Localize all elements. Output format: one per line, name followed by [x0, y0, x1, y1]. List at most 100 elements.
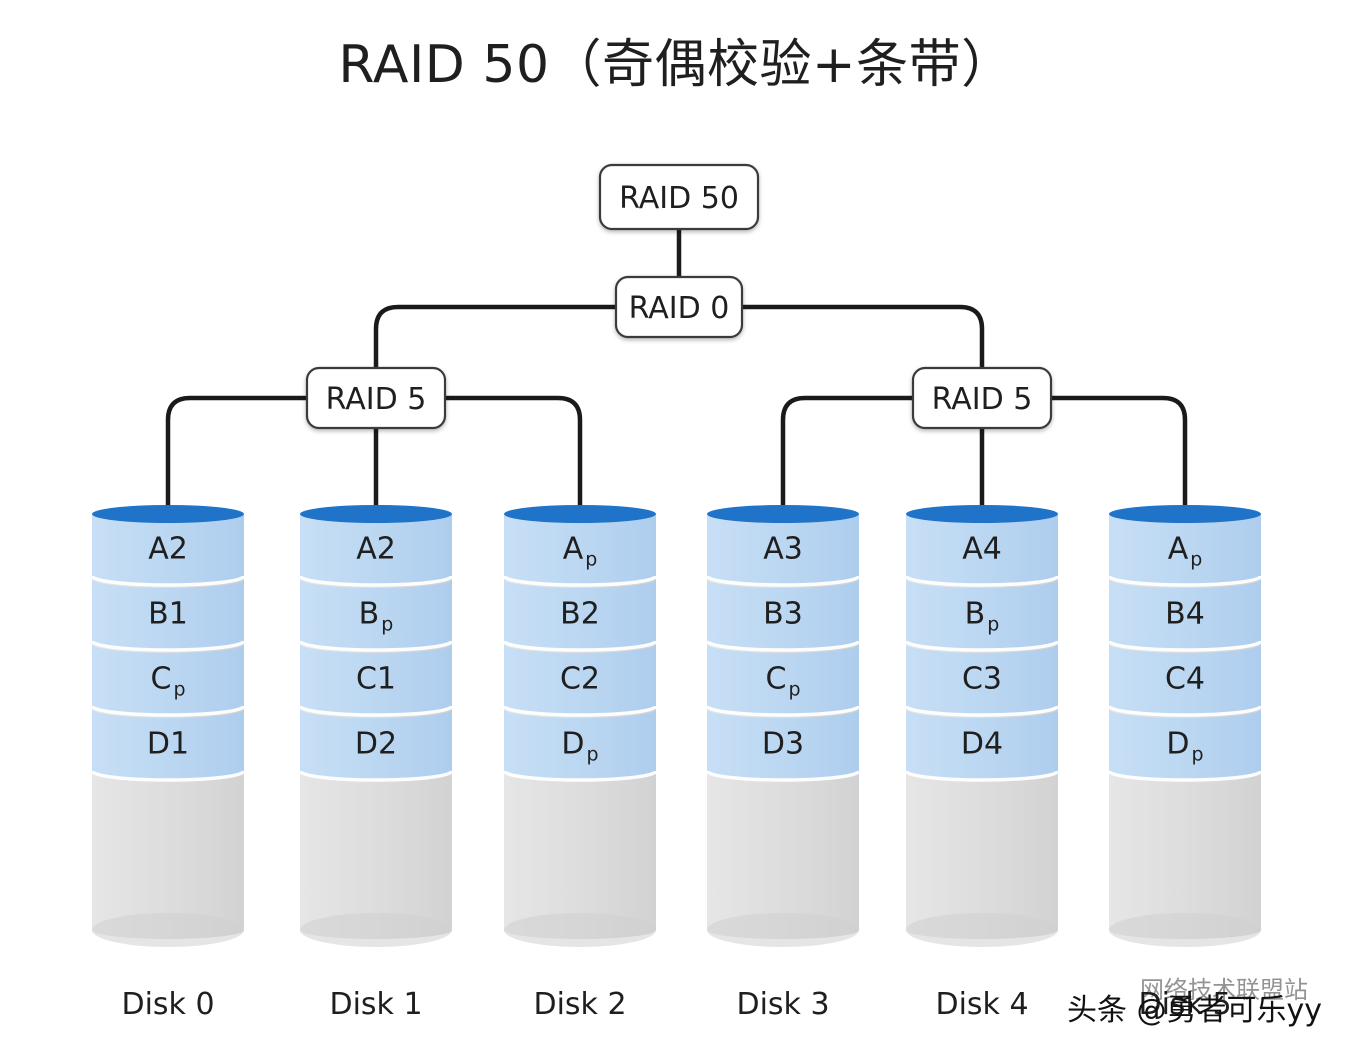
block-separator — [502, 770, 658, 782]
block-separator — [1107, 705, 1263, 717]
block-separator — [705, 640, 861, 652]
connector-group1-disk3 — [780, 395, 913, 514]
block-separator — [705, 575, 861, 587]
data-block-shape — [707, 579, 859, 650]
data-block-shape — [300, 579, 452, 650]
disk-label: Disk 2 — [533, 987, 626, 1022]
node-raid5-1: RAID 5 — [911, 366, 1053, 430]
block-separator — [1107, 575, 1263, 587]
node-raid0: RAID 0 — [614, 275, 744, 339]
disk-top-cap — [504, 505, 656, 523]
block-label: A2 — [356, 532, 396, 567]
node-raid0-box — [614, 275, 744, 339]
data-block-shape — [300, 644, 452, 715]
connector-raid0-to-right — [742, 304, 985, 398]
data-block-shape — [300, 514, 452, 585]
node-raid5-0-label: RAID 5 — [326, 382, 427, 417]
watermark-line1: 网络技术联盟站 — [1140, 976, 1308, 1004]
disk-label: Disk 4 — [935, 987, 1028, 1022]
node-raid50-box — [598, 163, 760, 231]
block-label: B1 — [148, 597, 188, 632]
data-block-shape — [906, 514, 1058, 585]
disk-label: Disk 5 — [1138, 987, 1231, 1022]
data-block-shape — [1109, 514, 1261, 585]
data-block-shape — [1109, 709, 1261, 780]
connector-group0-disk0 — [165, 395, 307, 514]
block-separator — [90, 705, 246, 717]
data-block-shape — [92, 709, 244, 780]
block-label: D4 — [961, 727, 1003, 762]
disk-base — [1109, 913, 1261, 947]
block-label: C2 — [560, 662, 600, 697]
node-raid50: RAID 50 — [598, 163, 760, 231]
disk-label: Disk 3 — [736, 987, 829, 1022]
block-label: D2 — [355, 727, 397, 762]
data-block-shape — [504, 644, 656, 715]
data-block-shape — [300, 709, 452, 780]
block-separator — [904, 705, 1060, 717]
block-separator — [705, 770, 861, 782]
block-separator — [502, 640, 658, 652]
data-block-shape — [504, 709, 656, 780]
block-label: A3 — [763, 532, 803, 567]
data-block-shape — [707, 514, 859, 585]
block-separator — [1107, 770, 1263, 782]
data-block-shape — [1109, 644, 1261, 715]
disk-base — [707, 913, 859, 947]
block-label: D3 — [762, 727, 804, 762]
data-block-shape — [92, 514, 244, 585]
data-block-shape — [707, 644, 859, 715]
block-separator — [502, 575, 658, 587]
block-separator — [298, 705, 454, 717]
data-block-shape — [707, 709, 859, 780]
node-raid5-1-box — [911, 366, 1053, 430]
data-block-shape — [92, 644, 244, 715]
disk-base — [300, 913, 452, 947]
block-separator — [904, 640, 1060, 652]
block-separator — [904, 575, 1060, 587]
block-separator — [298, 575, 454, 587]
disk-base — [92, 913, 244, 947]
block-label: D1 — [147, 727, 189, 762]
data-block-shape — [1109, 579, 1261, 650]
block-separator — [90, 575, 246, 587]
block-separator — [904, 770, 1060, 782]
disk-base — [504, 913, 656, 947]
block-label: A2 — [148, 532, 188, 567]
block-label: A4 — [962, 532, 1002, 567]
data-block-shape — [92, 579, 244, 650]
block-label: C1 — [356, 662, 396, 697]
tree-connectors — [165, 197, 1188, 514]
block-separator — [90, 640, 246, 652]
data-block-shape — [504, 579, 656, 650]
block-label: C4 — [1165, 662, 1205, 697]
disk-label: Disk 0 — [121, 987, 214, 1022]
data-block-shape — [504, 514, 656, 585]
node-raid5-0-box — [305, 366, 447, 430]
disk-base — [906, 913, 1058, 947]
block-separator — [298, 770, 454, 782]
raid-nodes: RAID 50 RAID 0 RAID 5 RAID 5 — [305, 163, 1053, 430]
disk-top-cap — [906, 505, 1058, 523]
node-raid50-label: RAID 50 — [619, 181, 739, 216]
connector-group1-disk5 — [1051, 395, 1188, 514]
disk-top-cap — [92, 505, 244, 523]
data-block-shape — [906, 709, 1058, 780]
